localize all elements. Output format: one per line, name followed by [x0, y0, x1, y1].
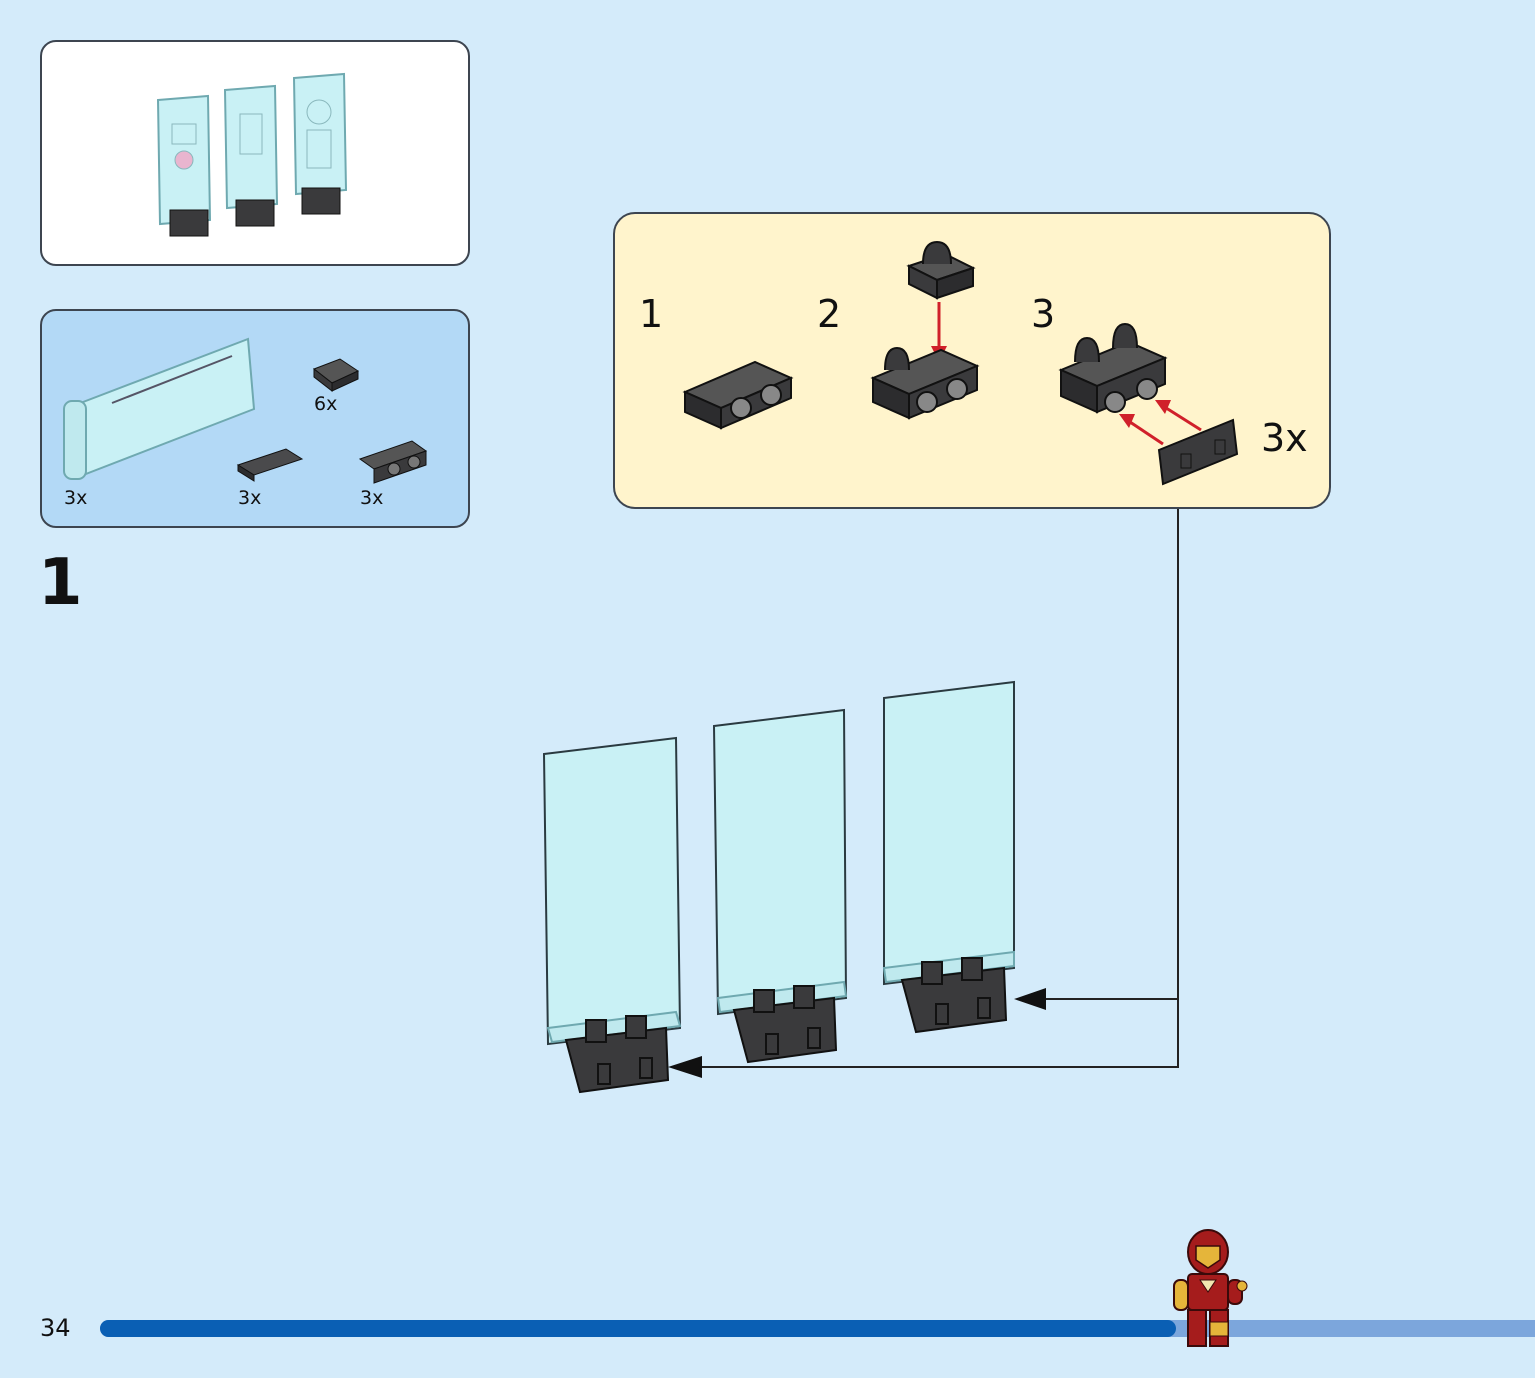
substep2-bracket — [870, 346, 980, 420]
substep3-arrow-1 — [1126, 418, 1164, 446]
subassembly-multiplier: 3x — [1261, 416, 1308, 460]
part-qty-tile: 3x — [238, 487, 262, 509]
part-qty-panel: 3x — [64, 487, 88, 509]
subassembly-illustration — [682, 240, 1239, 486]
finished-model-illustration — [156, 72, 348, 237]
display-panel-1 — [542, 736, 682, 1094]
step-number: 1 — [38, 546, 83, 620]
page-number: 34 — [40, 1314, 71, 1342]
callout-arrow-1 — [668, 1056, 702, 1078]
part-qty-clip: 6x — [314, 393, 338, 415]
model-preview-panel — [40, 40, 470, 266]
mini-panel-3 — [292, 72, 348, 215]
display-panel-2 — [712, 708, 848, 1064]
tile-plate-part — [236, 448, 304, 482]
substep2-clip — [906, 240, 976, 300]
bracket-plate-part — [358, 440, 428, 484]
parts-list-panel: 3x 6x 3x 3x — [40, 309, 470, 528]
substep3-arrow-2 — [1162, 404, 1202, 432]
substep-number-2: 2 — [817, 292, 842, 336]
part-qty-bracket: 3x — [360, 487, 384, 509]
subassembly-panel: 1 2 3 3x — [613, 212, 1331, 509]
substep1-bracket — [682, 360, 794, 430]
mini-panel-1 — [156, 94, 212, 237]
minifigure-icon — [1173, 1229, 1248, 1347]
transparent-panel-part — [63, 337, 256, 480]
substep3-bracket — [1058, 322, 1168, 414]
clip-plate-part — [312, 358, 360, 393]
substep-number-3: 3 — [1031, 292, 1056, 336]
mini-panel-2 — [223, 84, 279, 227]
substep-number-1: 1 — [639, 292, 664, 336]
parts-illustration — [63, 337, 428, 484]
progress-fill — [100, 1320, 1176, 1337]
substep3-tile — [1157, 418, 1239, 486]
display-panel-3 — [882, 680, 1015, 1034]
callout-arrow-2 — [1014, 988, 1046, 1010]
